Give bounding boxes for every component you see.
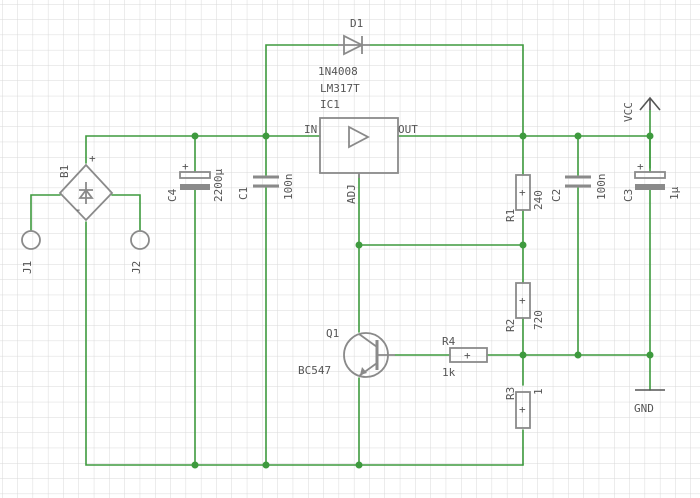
capacitor-c1[interactable]: C1 100n [237,174,295,201]
ic1-pin-adj-label: ADJ [345,184,358,204]
diode-d1-symbol [338,34,370,56]
c3-value: 1µ [668,186,681,200]
r3-plus: + [519,403,526,416]
c4-plus: + [182,160,189,173]
d1-ref: D1 [350,17,363,30]
r4-value: 1k [442,366,456,379]
wire-j1 [30,194,61,231]
r1-plus: + [519,186,526,199]
q1-emitter-arrow-icon [360,367,367,375]
r2-value: 720 [532,310,545,330]
vcc-supply[interactable]: VCC [622,96,661,122]
regulator-ic1[interactable]: LM317T IC1 IN OUT ADJ [304,82,418,204]
j2-ref: J2 [130,261,143,274]
r4-plus: + [464,349,471,362]
r2-plus: + [519,294,526,307]
b1-plus: + [89,152,96,165]
c1-ref: C1 [237,187,250,200]
c1-value: 100n [282,174,295,201]
c3-plate-top [634,171,666,179]
r2-body [515,282,531,319]
c3-plate-bottom [635,184,665,190]
bridge-rectifier-b1[interactable]: B1 + - [58,152,114,222]
wire-input-rail [85,135,321,164]
b1-minus: - [75,203,82,216]
c1-symbol [253,175,279,188]
capacitor-c3[interactable]: + C3 1µ [622,160,681,202]
b1-ref: B1 [58,165,71,178]
ic1-value: LM317T [320,82,360,95]
c4-plate-bottom [180,184,210,190]
wire-j2 [111,194,141,231]
ground-symbol[interactable]: GND [634,389,665,415]
diode-d1[interactable]: D1 1N4008 [318,17,370,78]
r4-ref: R4 [442,335,456,348]
b1-diamond [58,163,114,222]
resistor-r4[interactable]: + R4 1k [442,335,488,379]
connector-j2[interactable]: J2 [130,230,150,274]
ic1-amp-icon [348,125,370,149]
r3-ref: R3 [504,387,517,400]
junctions [191,132,654,469]
r3-value: 1 [532,388,545,395]
j1-pad [21,230,41,250]
c4-value: 2200µ [212,169,225,202]
b1-diode-icon [78,182,94,204]
r2-ref: R2 [504,319,517,332]
c4-ref: C4 [166,188,179,202]
r1-value: 240 [532,190,545,210]
c2-ref: C2 [550,189,563,202]
resistor-r1[interactable]: + R1 240 [504,174,545,222]
c2-value: 100n [595,174,608,201]
q1-ref: Q1 [326,327,339,340]
capacitor-c4[interactable]: + C4 2200µ [166,160,225,202]
ic1-ref: IC1 [320,98,340,111]
q1-value: BC547 [298,364,331,377]
q1-collector-lead [358,333,378,348]
d1-value: 1N4008 [318,65,358,78]
wire-bottom-rail [85,221,524,466]
resistor-r2[interactable]: + R2 720 [504,282,545,332]
r1-body [515,174,531,211]
r1-ref: R1 [504,209,517,222]
j2-pad [130,230,150,250]
vcc-label: VCC [622,102,635,122]
vcc-arrow-icon [639,96,661,111]
gnd-label: GND [634,402,654,415]
resistor-r3[interactable]: + R3 1 [504,387,545,429]
wire-d1-loop [265,44,524,137]
c3-ref: C3 [622,189,635,202]
j1-ref: J1 [21,261,34,274]
capacitor-c2[interactable]: C2 100n [550,174,608,203]
r4-body [449,347,488,363]
c4-plate-top [179,171,211,179]
connector-j1[interactable]: J1 [21,230,41,274]
ic1-pin-in-label: IN [304,123,317,136]
wires [30,44,651,466]
transistor-q1[interactable]: Q1 BC547 [298,327,395,378]
c3-plus: + [637,160,644,173]
c2-symbol [565,175,591,188]
ic1-pin-out-label: OUT [398,123,418,136]
r3-body [515,391,531,429]
